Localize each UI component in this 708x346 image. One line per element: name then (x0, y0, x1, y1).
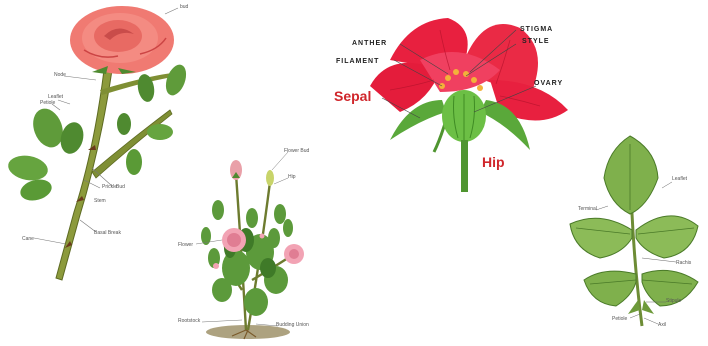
leaf-panel: Terminal Leaflet Rachis Stipule Petiole … (560, 130, 708, 335)
label-flower-bud: Flower Bud (284, 148, 309, 154)
rose-bush-illustration (176, 140, 326, 341)
label-cane: Cane (22, 236, 34, 242)
label-bud-top: bud (180, 4, 188, 10)
label-terminal: Terminal (578, 206, 597, 212)
label-filament: FILAMENT (336, 58, 379, 65)
label-style: STYLE (522, 38, 550, 45)
label-basal-break: Basal Break (94, 230, 121, 236)
label-ovary: OVARY (534, 80, 563, 87)
label-flower: Flower (178, 242, 193, 248)
label-stem: Stem (94, 198, 106, 204)
label-hip: Hip (288, 174, 296, 180)
label-stigma: STIGMA (520, 26, 553, 33)
rose-bush-panel: Flower Bud Hip Flower Rootstock Budding … (176, 140, 326, 341)
rose-stem-panel: bud Node Leaflet Prickle Bud Stem Cane P… (0, 0, 200, 290)
label-leaflet: Leaflet (672, 176, 687, 182)
label-hip: Hip (482, 154, 505, 170)
label-rachis: Rachis (676, 260, 691, 266)
label-node: Node (54, 72, 66, 78)
label-prickle: Prickle (102, 184, 117, 190)
label-axil: Axil (658, 322, 666, 328)
label-petiole: Petiole (40, 100, 55, 106)
label-bud: Bud (116, 184, 125, 190)
label-petiole: Petiole (612, 316, 627, 322)
label-rootstock: Rootstock (178, 318, 200, 324)
label-anther: ANTHER (352, 40, 387, 47)
leaf-illustration (560, 130, 708, 335)
label-sepal: Sepal (334, 88, 371, 104)
label-stipule: Stipule (666, 298, 681, 304)
label-budding-union: Budding Union (276, 322, 309, 328)
rose-stem-illustration (0, 0, 200, 290)
flower-anatomy-panel: ANTHER FILAMENT STIGMA STYLE OVARY Sepal… (330, 0, 580, 200)
